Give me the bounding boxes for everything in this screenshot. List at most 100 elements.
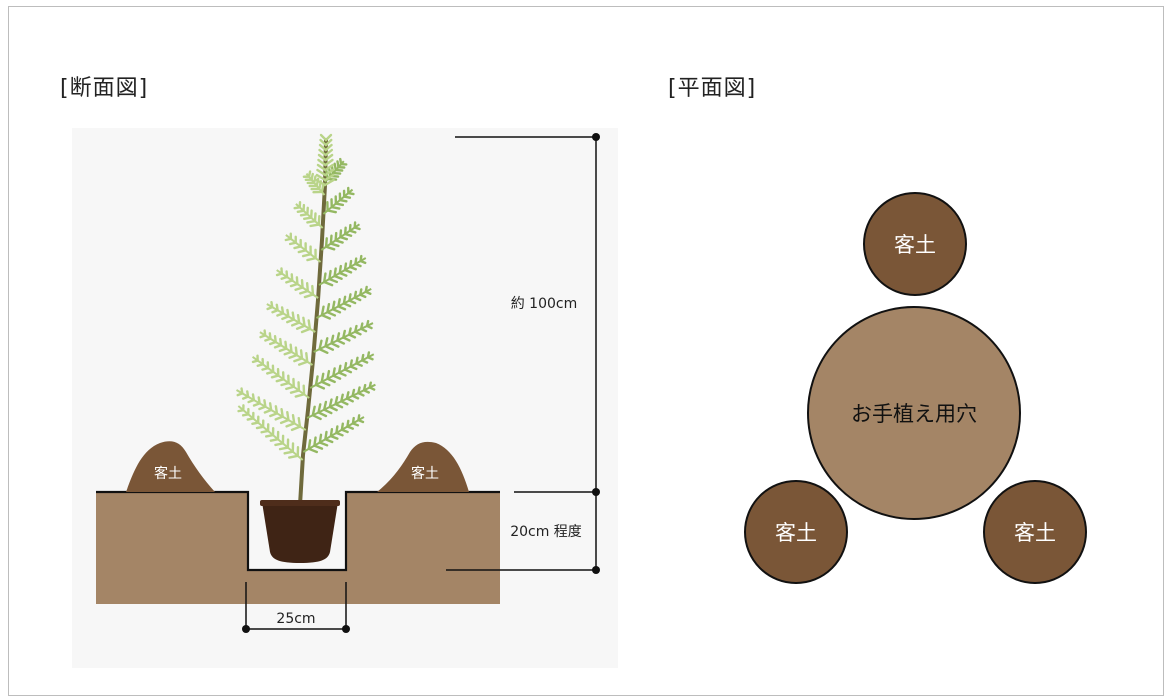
- pot: [262, 502, 338, 563]
- sapling-leaflet: [322, 272, 327, 284]
- sapling-leaflet: [280, 408, 284, 418]
- sapling-tip-leaflet: [316, 163, 327, 172]
- sapling-tip-leaflet: [324, 158, 334, 167]
- sapling-tip-leaflet: [315, 178, 327, 187]
- sapling-leaflet: [354, 257, 358, 266]
- sapling-leaflet: [307, 170, 312, 178]
- sapling-leaflet: [295, 324, 306, 330]
- sapling-leaflet: [322, 400, 328, 411]
- sapling-leaflet: [351, 388, 356, 397]
- sapling-leaflet: [333, 267, 337, 278]
- sapling-leaflet: [296, 314, 301, 324]
- sapling-frond: [266, 303, 316, 333]
- sapling-leaflet: [345, 391, 350, 400]
- sapling-leaflet: [279, 418, 290, 425]
- sapling-leaflet: [324, 438, 334, 444]
- sapling-leaflet: [324, 237, 328, 248]
- sapling-leaflet: [336, 160, 340, 169]
- sapling-leaflet: [286, 411, 290, 422]
- height-label: 約 100cm: [511, 296, 578, 312]
- sapling-leaflet: [257, 396, 261, 405]
- sapling-leaflet: [318, 433, 323, 444]
- sapling-leaflet: [359, 322, 364, 331]
- sapling-leaflet: [342, 295, 347, 305]
- soil-mound-right: [377, 441, 469, 492]
- sapling-leaflet: [279, 337, 283, 347]
- sapling-leaflet: [295, 276, 299, 286]
- sapling-tip-leaflet: [324, 138, 333, 147]
- sapling-leaflet: [246, 390, 250, 398]
- ground-outline: [96, 490, 500, 572]
- planting-hole-circle: [807, 306, 1021, 520]
- sapling-leaflet: [251, 393, 256, 402]
- soil-circle-right: [983, 480, 1087, 584]
- sapling-leaflet: [339, 229, 343, 239]
- sapling-leaflet: [324, 245, 336, 251]
- height-dim-top-dot: [592, 133, 600, 141]
- sapling-leaflet: [326, 177, 338, 181]
- sapling-tip-leaflet: [318, 148, 327, 157]
- sapling-leaflet: [318, 441, 329, 447]
- sapling-leaflet: [332, 367, 336, 377]
- sapling-leaflet: [268, 332, 272, 340]
- sapling-tip-leaflet: [316, 168, 327, 177]
- sapling-leaflet: [338, 264, 343, 275]
- soil-circle-top: [863, 192, 967, 296]
- sapling-leaflet: [268, 402, 273, 412]
- sapling-leaflet: [368, 381, 372, 389]
- sapling-leaflet: [328, 269, 332, 281]
- sapling-tip-leaflet: [317, 153, 327, 162]
- sapling-leaflet: [312, 175, 317, 184]
- sapling-leaflet: [313, 444, 324, 450]
- sapling-leaflet: [334, 231, 338, 242]
- sapling-leaflet: [288, 353, 298, 359]
- sapling-leaflet: [331, 300, 336, 311]
- sapling-leaflet: [355, 356, 359, 365]
- section-view: 客土 客土 約 100cm 20cm 程度 25cm: [72, 128, 618, 668]
- sapling-leaflet: [285, 422, 296, 428]
- sapling-leaflet: [278, 446, 290, 451]
- sapling-leaflet: [317, 215, 321, 226]
- sapling-leaflet: [274, 405, 279, 415]
- sapling-leaflet: [326, 209, 337, 214]
- sapling-leaflet: [343, 361, 348, 371]
- sapling-leaflet: [365, 319, 370, 328]
- sapling-leaflet: [329, 234, 333, 245]
- sapling-leaflet: [326, 310, 337, 317]
- sapling-leaflet: [339, 157, 343, 166]
- sapling-leaflet: [333, 162, 337, 172]
- sapling-tip-leaflet: [323, 178, 335, 187]
- sapling-leaflet: [297, 416, 302, 428]
- sapling-leaflet: [329, 428, 334, 438]
- sapling-leaflet: [305, 352, 309, 363]
- sapling-leaflet: [274, 415, 284, 421]
- sapling-leaflet: [353, 324, 358, 333]
- sapling-leaflet: [284, 340, 288, 350]
- sapling-leaflet: [294, 393, 306, 398]
- sapling-leaflet: [340, 422, 345, 431]
- sapling-leaflet: [306, 219, 317, 224]
- sapling-leaflet: [293, 357, 304, 363]
- sapling-leaflet: [288, 454, 299, 459]
- sapling-leaflet: [348, 327, 352, 336]
- planting-hole-label: お手植え用穴: [851, 402, 977, 426]
- sapling-leaflet: [283, 450, 295, 455]
- sapling-leaflet: [351, 416, 355, 425]
- sapling-leaflet: [336, 332, 341, 342]
- sapling-leaflet: [326, 377, 336, 384]
- depth-label: 20cm 程度: [510, 524, 582, 540]
- sapling-leaflet: [324, 345, 335, 351]
- sapling-leaflet: [307, 319, 312, 331]
- sapling-leaflet: [322, 280, 334, 287]
- sapling-leaflet: [326, 369, 331, 380]
- sapling-leaflet: [311, 284, 315, 296]
- sapling-leaflet: [280, 381, 290, 387]
- width-label: 25cm: [276, 611, 315, 627]
- sapling-leaflet: [320, 313, 332, 320]
- sapling-leaflet: [318, 339, 323, 351]
- sapling-leaflet: [275, 303, 279, 312]
- sapling-leaflet: [320, 372, 325, 384]
- sapling-leaflet: [303, 293, 315, 299]
- sapling-leaflet: [334, 395, 339, 406]
- pot-rim: [260, 500, 340, 506]
